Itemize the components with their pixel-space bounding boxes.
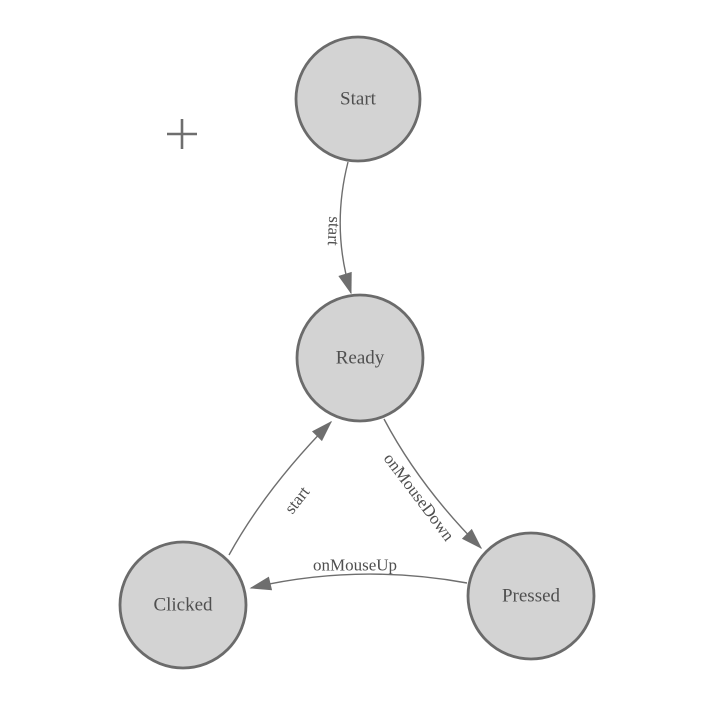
edge-label-onmousedown: onMouseDown	[380, 449, 459, 545]
edge-line[interactable]	[338, 161, 352, 295]
origin-crosshair-icon	[167, 119, 197, 149]
edge-line[interactable]	[228, 420, 333, 556]
node-pressed[interactable]: Pressed	[466, 531, 596, 661]
edge-clicked-to-ready[interactable]: start	[228, 420, 333, 556]
edge-line[interactable]	[383, 418, 483, 550]
edge-label-onmouseup: onMouseUp	[313, 556, 397, 575]
edge-line[interactable]	[249, 573, 468, 591]
node-clicked-circle[interactable]	[118, 540, 248, 670]
edge-ready-to-pressed[interactable]: onMouseDown	[380, 418, 483, 550]
edge-start-to-ready[interactable]: start	[324, 161, 352, 295]
node-ready[interactable]: Ready	[295, 293, 425, 423]
edge-label-start-2: start	[281, 482, 314, 517]
edge-pressed-to-clicked[interactable]: onMouseUp	[249, 556, 468, 591]
node-pressed-circle[interactable]	[466, 531, 596, 661]
node-start[interactable]: Start	[294, 35, 422, 163]
node-clicked[interactable]: Clicked	[118, 540, 248, 670]
node-ready-circle[interactable]	[295, 293, 425, 423]
node-start-circle[interactable]	[294, 35, 422, 163]
